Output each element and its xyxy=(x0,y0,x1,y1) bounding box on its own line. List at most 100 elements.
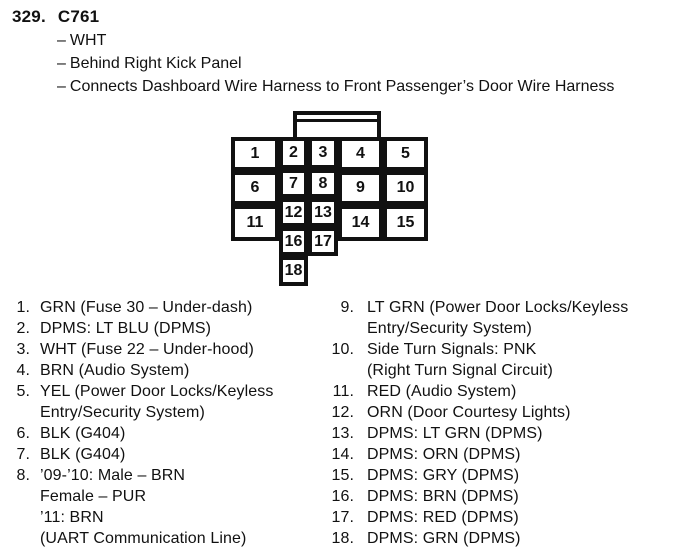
pin-desc-line: BRN (Audio System) xyxy=(40,362,190,379)
pin-number: 15. xyxy=(331,467,354,484)
pin-list-item: 3. WHT (Fuse 22 – Under-hood) xyxy=(8,339,274,360)
pin-cell-12: 12 xyxy=(279,198,308,227)
pin-number: 18. xyxy=(331,530,354,547)
pin-description: DPMS: LT GRN (DPMS) xyxy=(367,423,543,444)
pin-list-item: 13. DPMS: LT GRN (DPMS) xyxy=(330,423,628,444)
pin-list-left: 1. GRN (Fuse 30 – Under-dash) 2. DPMS: LT B… xyxy=(8,297,274,549)
pin-desc-line: DPMS: RED (DPMS) xyxy=(367,509,519,526)
pin-description: RED (Audio System) xyxy=(367,381,516,402)
pin-cell-6: 6 xyxy=(231,171,279,205)
pin-number: 2. xyxy=(16,320,30,337)
pin-number: 6. xyxy=(16,425,30,442)
pin-desc-line: ORN (Door Courtesy Lights) xyxy=(367,404,571,421)
pin-description: BLK (G404) xyxy=(40,423,125,444)
pin-description: BRN (Audio System) xyxy=(40,360,189,381)
pin-desc-line: WHT (Fuse 22 – Under-hood) xyxy=(40,341,254,358)
note-text: Connects Dashboard Wire Harness to Front… xyxy=(69,78,615,95)
pin-number: 8. xyxy=(16,467,30,484)
pin-list-item: 10. Side Turn Signals: PNK (Right Turn Sig… xyxy=(330,339,628,381)
pin-list-item: 11.RED (Audio System) xyxy=(330,381,628,402)
pin-cell-3: 3 xyxy=(308,137,338,169)
connector-latch xyxy=(293,111,381,141)
pin-list-item: 1. GRN (Fuse 30 – Under-dash) xyxy=(8,297,274,318)
pin-desc-line: Female – PUR xyxy=(40,488,147,505)
pin-desc-line: BLK (G404) xyxy=(40,446,126,463)
pin-desc-line: (Right Turn Signal Circuit) xyxy=(367,362,553,379)
pin-cell-4: 4 xyxy=(338,137,383,171)
pin-number: 16. xyxy=(331,488,354,505)
pin-description: Side Turn Signals: PNK (Right Turn Signal… xyxy=(367,339,553,381)
pin-description: WHT (Fuse 22 – Under-hood) xyxy=(40,339,254,360)
pin-list-item: 6. BLK (G404) xyxy=(8,423,274,444)
pin-list-item: 7. BLK (G404) xyxy=(8,444,274,465)
pin-description: DPMS: GRN (DPMS) xyxy=(367,528,521,549)
pin-desc-line: Side Turn Signals: PNK xyxy=(367,341,537,358)
note-line-1: –WHT xyxy=(57,29,614,52)
note-line-2: –Behind Right Kick Panel xyxy=(57,52,614,75)
pin-number: 7. xyxy=(16,446,30,463)
pin-cell-8: 8 xyxy=(308,169,338,198)
pin-desc-line: BLK (G404) xyxy=(40,425,126,442)
pin-number: 14. xyxy=(331,446,354,463)
pin-desc-line: (UART Communication Line) xyxy=(40,530,247,547)
pin-number: 1. xyxy=(16,299,30,316)
pin-list-item: 16. DPMS: BRN (DPMS) xyxy=(330,486,628,507)
pin-list-item: 18. DPMS: GRN (DPMS) xyxy=(330,528,628,549)
pin-cell-1: 1 xyxy=(231,137,279,171)
pin-desc-line: LT GRN (Power Door Locks/Keyless xyxy=(367,299,629,316)
pin-list-item: 12. ORN (Door Courtesy Lights) xyxy=(330,402,628,423)
page-title: 329. C761 xyxy=(12,7,99,27)
note-line-3: –Connects Dashboard Wire Harness to Fron… xyxy=(57,75,614,98)
pin-cell-5: 5 xyxy=(383,137,428,171)
note-text: WHT xyxy=(69,32,107,49)
dash-mark: – xyxy=(57,32,66,49)
dash-mark: – xyxy=(57,78,66,95)
connector-name: C761 xyxy=(57,7,100,26)
pin-desc-line: Entry/Security System) xyxy=(40,404,205,421)
pin-desc-line: YEL (Power Door Locks/Keyless xyxy=(40,383,274,400)
pin-number: 12. xyxy=(331,404,354,421)
pin-desc-line: DPMS: BRN (DPMS) xyxy=(367,488,519,505)
pin-cell-2: 2 xyxy=(279,137,308,169)
pin-description: DPMS: ORN (DPMS) xyxy=(367,444,521,465)
pin-cell-14: 14 xyxy=(338,205,383,241)
connector-notes: –WHT–Behind Right Kick Panel–Connects Da… xyxy=(57,29,614,98)
pin-number: 4. xyxy=(16,362,30,379)
pin-cell-10: 10 xyxy=(383,171,428,205)
connector-index: 329. xyxy=(12,7,46,26)
pin-desc-line: DPMS: GRN (DPMS) xyxy=(367,530,521,547)
note-text: Behind Right Kick Panel xyxy=(69,55,242,72)
pin-desc-line: DPMS: GRY (DPMS) xyxy=(367,467,520,484)
pin-cell-15: 15 xyxy=(383,205,428,241)
pin-list-item: 17. DPMS: RED (DPMS) xyxy=(330,507,628,528)
dash-mark: – xyxy=(57,55,66,72)
pin-description: ORN (Door Courtesy Lights) xyxy=(367,402,571,423)
pin-cell-7: 7 xyxy=(279,169,308,198)
pin-description: GRN (Fuse 30 – Under-dash) xyxy=(40,297,252,318)
pin-list-item: 15. DPMS: GRY (DPMS) xyxy=(330,465,628,486)
pin-number: 5. xyxy=(16,383,30,400)
pin-desc-line: RED (Audio System) xyxy=(367,383,517,400)
pin-cell-17: 17 xyxy=(308,227,338,256)
pin-desc-line: DPMS: LT BLU (DPMS) xyxy=(40,320,212,337)
pin-number: 3. xyxy=(16,341,30,358)
pin-number: 13. xyxy=(331,425,354,442)
pin-cell-18: 18 xyxy=(279,256,308,286)
pin-number: 10. xyxy=(331,341,354,358)
pin-cell-11: 11 xyxy=(231,205,279,241)
pin-number: 17. xyxy=(331,509,354,526)
pin-desc-line: ’09-’10: Male – BRN xyxy=(40,467,186,484)
pin-description: BLK (G404) xyxy=(40,444,125,465)
connector-latch-groove xyxy=(297,119,377,122)
pin-description: DPMS: RED (DPMS) xyxy=(367,507,519,528)
pin-number: 9. xyxy=(340,299,354,316)
pin-desc-line: DPMS: ORN (DPMS) xyxy=(367,446,521,463)
pin-list-item: 4. BRN (Audio System) xyxy=(8,360,274,381)
pin-description: DPMS: LT BLU (DPMS) xyxy=(40,318,211,339)
